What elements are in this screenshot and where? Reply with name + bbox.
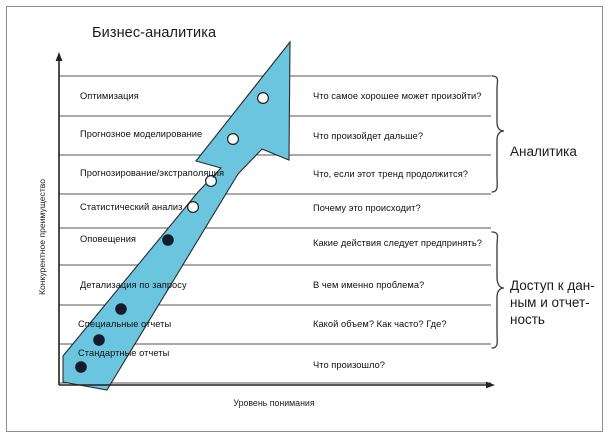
y-axis-arrowhead: [55, 52, 63, 61]
y-axis-title: Конкурентное преимущество: [37, 178, 47, 296]
row-capability-label: Прогнозирование/экстраполяция: [80, 168, 225, 178]
row-capability-label: Оповещения: [80, 234, 137, 244]
data-point-filled: [75, 361, 87, 373]
row-capability-label: Детализация по запросу: [80, 280, 187, 290]
row-question-label: Почему это происходит?: [313, 203, 421, 213]
group-label-reporting-line3: ность: [510, 312, 545, 327]
chart-axes: [58, 56, 491, 386]
data-point-open: [205, 175, 218, 188]
group-label-analytics: Аналитика: [510, 144, 577, 159]
data-point-open: [257, 91, 270, 104]
group-label-reporting: Доступ к дан- ным и отчет- ность: [510, 277, 602, 328]
row-capability-label: Стандартные отчеты: [78, 348, 170, 358]
row-question-label: Что произошло?: [313, 360, 386, 370]
x-axis-title: Уровень понимания: [233, 398, 315, 408]
row-question-label: Какой объем? Как часто? Где?: [313, 319, 447, 329]
data-point-filled: [93, 334, 105, 346]
data-point-open: [227, 133, 240, 146]
brace-reporting: [491, 231, 505, 349]
row-question-label: Что произойдет дальше?: [313, 131, 424, 141]
data-point-open: [187, 201, 200, 214]
row-question-label: Какие действия следует предпринять?: [313, 238, 482, 248]
row-capability-label: Прогнозное моделирование: [80, 129, 203, 139]
row-capability-label: Оптимизация: [80, 91, 139, 101]
data-point-filled: [115, 303, 127, 315]
row-question-label: Что самое хорошее может произойти?: [313, 91, 482, 101]
row-capability-label: Специальные отчеты: [78, 319, 172, 329]
row-question-label: В чем именно проблема?: [313, 280, 425, 290]
group-label-reporting-line2: ным и отчет-: [510, 295, 590, 310]
filled-markers: [75, 234, 174, 373]
growth-arrow: [62, 40, 291, 391]
page-title: Бизнес-аналитика: [92, 25, 217, 41]
row-question-label: Что, если этот тренд продолжится?: [313, 169, 469, 179]
open-markers: [187, 91, 270, 214]
brace-analytics: [491, 75, 505, 193]
group-label-reporting-line1: Доступ к дан-: [510, 278, 595, 293]
data-point-filled: [162, 234, 174, 246]
x-axis-arrowhead: [486, 381, 495, 389]
row-capability-label: Статистический анализ: [80, 202, 183, 212]
